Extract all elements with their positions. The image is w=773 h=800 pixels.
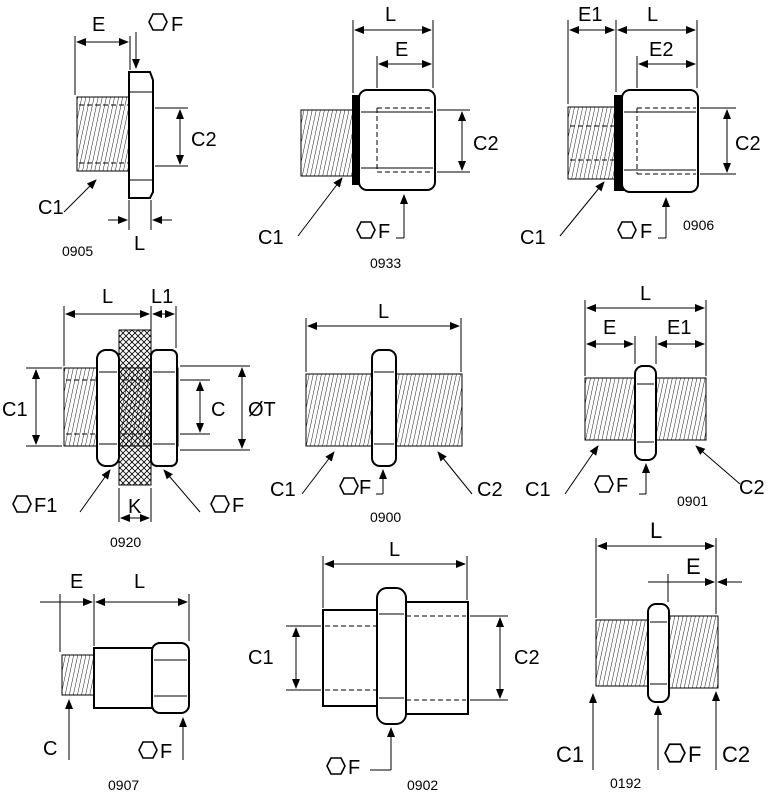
- hex-nut-f: [150, 349, 178, 467]
- hexagon-icon: [617, 221, 637, 239]
- dim-c2: C2: [722, 742, 750, 767]
- dim-c1: C1: [38, 197, 64, 219]
- thread-body: [300, 109, 354, 177]
- dim-c2: C2: [477, 479, 503, 501]
- hexagon-icon: [12, 495, 32, 513]
- fitting-0920: L L1 C1 C ØT K F1 F 0920: [2, 286, 276, 550]
- thread-right: [667, 615, 719, 689]
- dim-c1: C1: [248, 647, 274, 669]
- dim-l: L: [640, 283, 651, 305]
- hexagon-icon: [339, 477, 359, 495]
- fitting-0900: L C1 F C2 0900: [270, 301, 503, 525]
- dim-c1: C1: [556, 742, 584, 767]
- part-code: 0906: [683, 217, 714, 233]
- dim-c1: C1: [520, 227, 546, 249]
- thread-body: [61, 654, 95, 696]
- dim-c: C: [211, 399, 225, 421]
- dim-f1: F1: [34, 495, 57, 517]
- dim-c1: C1: [525, 479, 551, 501]
- body-left: [322, 609, 380, 707]
- pipe-body: [93, 647, 155, 709]
- hex-nut: [621, 89, 699, 193]
- fitting-0906: E1 L E2 C2 C1 F 0906: [520, 4, 761, 249]
- part-code: 0900: [370, 509, 401, 525]
- hex-nut-f1: [96, 349, 120, 467]
- dim-f: F: [232, 495, 244, 517]
- hexagon-icon: [594, 475, 614, 493]
- dim-c2: C2: [473, 133, 499, 155]
- hexagon-icon: [356, 221, 376, 239]
- dim-l: L: [389, 539, 400, 561]
- part-code: 0905: [62, 243, 93, 259]
- thread-left: [305, 373, 373, 447]
- fitting-0905: E F C2 C1 L 0905: [38, 13, 217, 259]
- dim-e: E: [686, 554, 701, 579]
- dim-l: L: [647, 4, 658, 26]
- thread-left: [595, 619, 649, 687]
- hex-nut: [358, 89, 436, 191]
- dim-l: L: [378, 301, 389, 323]
- dim-l: L: [102, 286, 113, 308]
- dim-e2: E2: [649, 39, 673, 61]
- dim-f: F: [616, 475, 628, 497]
- hexagon-icon: [138, 741, 158, 759]
- thread-right: [395, 373, 463, 447]
- hexagon-icon: [664, 743, 686, 763]
- dim-e: E: [395, 39, 408, 61]
- dim-e: E: [603, 317, 616, 339]
- dim-e1: E1: [578, 4, 602, 26]
- dim-c1: C1: [270, 479, 296, 501]
- dim-l1: L1: [151, 286, 173, 308]
- dim-k: K: [128, 496, 142, 518]
- part-code: 0907: [108, 777, 139, 793]
- thread-body: [567, 106, 619, 180]
- thread-right: [655, 377, 707, 441]
- dim-l: L: [134, 571, 145, 593]
- dim-c2: C2: [735, 133, 761, 155]
- thread-body: [76, 96, 130, 172]
- dim-f: F: [160, 741, 172, 763]
- dim-f: F: [359, 477, 371, 499]
- fitting-0901: L E E1 C1 F C2 0901: [525, 283, 765, 509]
- dim-l: L: [650, 518, 662, 543]
- hex-nut: [151, 642, 190, 714]
- part-code: 0192: [610, 775, 641, 791]
- dim-e: E: [70, 571, 83, 593]
- dim-c1: C1: [2, 399, 28, 421]
- dim-f: F: [640, 221, 652, 243]
- part-code: 0902: [407, 777, 438, 793]
- dim-c2: C2: [514, 647, 540, 669]
- dim-t: ØT: [248, 399, 276, 421]
- fitting-0907: E L C F 0907: [40, 571, 190, 793]
- fitting-0933: L E C2 C1 F 0933: [258, 4, 499, 271]
- thread-left: [584, 377, 636, 441]
- hexagon-icon: [326, 757, 346, 775]
- dim-c1: C1: [258, 227, 284, 249]
- part-code: 0933: [370, 255, 401, 271]
- dim-e1: E1: [667, 317, 691, 339]
- fitting-0192: L E C1 F C2 0192: [556, 518, 750, 791]
- hex-center: [634, 365, 657, 461]
- part-code: 0901: [677, 493, 708, 509]
- dim-f: F: [348, 757, 360, 779]
- dim-f: F: [171, 14, 183, 36]
- hex-flange: [128, 71, 154, 199]
- part-code: 0920: [110, 534, 141, 550]
- fitting-0902: L C1 C2 F 0902: [248, 539, 540, 793]
- body-right: [403, 601, 469, 715]
- dim-f: F: [688, 742, 701, 767]
- dim-l: L: [134, 233, 145, 255]
- dim-c2: C2: [739, 477, 765, 499]
- dim-f: F: [378, 221, 390, 243]
- dim-c2: C2: [191, 129, 217, 151]
- hexagon-icon: [210, 495, 230, 513]
- dim-c: C: [43, 738, 57, 760]
- dim-e: E: [92, 14, 105, 36]
- hexagon-icon: [148, 13, 168, 31]
- hex-center: [371, 349, 397, 467]
- hex-center: [376, 587, 407, 725]
- dim-l: L: [385, 4, 396, 26]
- hex-center: [647, 603, 670, 703]
